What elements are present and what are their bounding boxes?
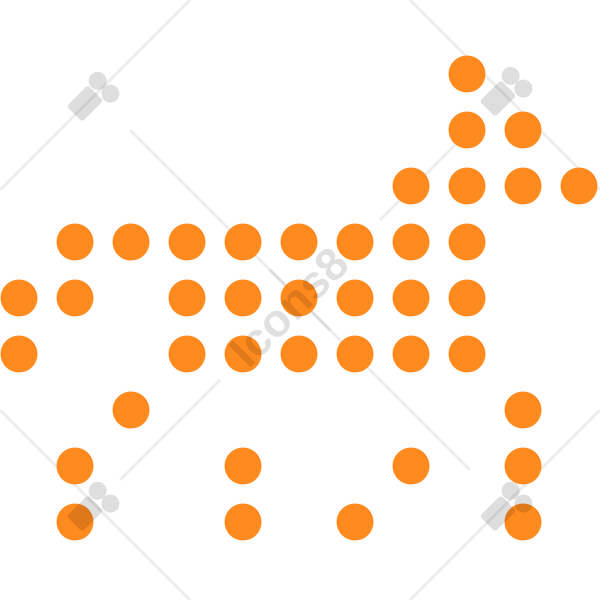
dog-dot [392,335,430,373]
watermark-logo-icon [67,481,120,531]
dog-dot [224,335,262,373]
dog-dot [0,279,38,317]
dog-dot [224,223,262,261]
dog-dot [336,279,374,317]
dog-dot [504,391,542,429]
dog-dot [168,279,206,317]
dog-dot [168,335,206,373]
watermark-line [0,408,192,600]
watermark-line [118,378,222,482]
dog-dots [0,55,598,541]
dog-dot [56,447,94,485]
dog-dot [448,111,486,149]
watermark-line [408,408,600,600]
watermark-line [408,0,600,192]
dog-dot [224,447,262,485]
dog-dot [280,335,318,373]
watermark-line [0,0,192,192]
dog-dot [392,167,430,205]
dog-dot [392,279,430,317]
watermark-logo-icon [480,481,533,531]
dog-dot [280,279,318,317]
dog-dot [336,223,374,261]
dog-dot [448,335,486,373]
dog-dot [448,55,486,93]
dog-dot [280,223,318,261]
dog-dot [56,503,94,541]
dog-dot [336,503,374,541]
watermark-logos [67,66,533,531]
watermark-logo-icon [67,71,120,121]
dog-dot [224,503,262,541]
dog-dot [560,167,598,205]
dog-dot [448,167,486,205]
dog-dot [168,223,206,261]
dog-dot [504,503,542,541]
dog-dot [0,335,38,373]
dog-dot [448,279,486,317]
dog-dot [112,223,150,261]
dog-dot [504,111,542,149]
dog-dot [224,279,262,317]
dog-dot [504,167,542,205]
watermark-logo-icon [480,66,533,116]
dog-dot [56,223,94,261]
dog-dot [504,447,542,485]
dog-dot [56,279,94,317]
dog-dot [392,223,430,261]
dog-dot [336,335,374,373]
dog-dot [448,223,486,261]
dog-dot [112,391,150,429]
dog-dot [392,447,430,485]
